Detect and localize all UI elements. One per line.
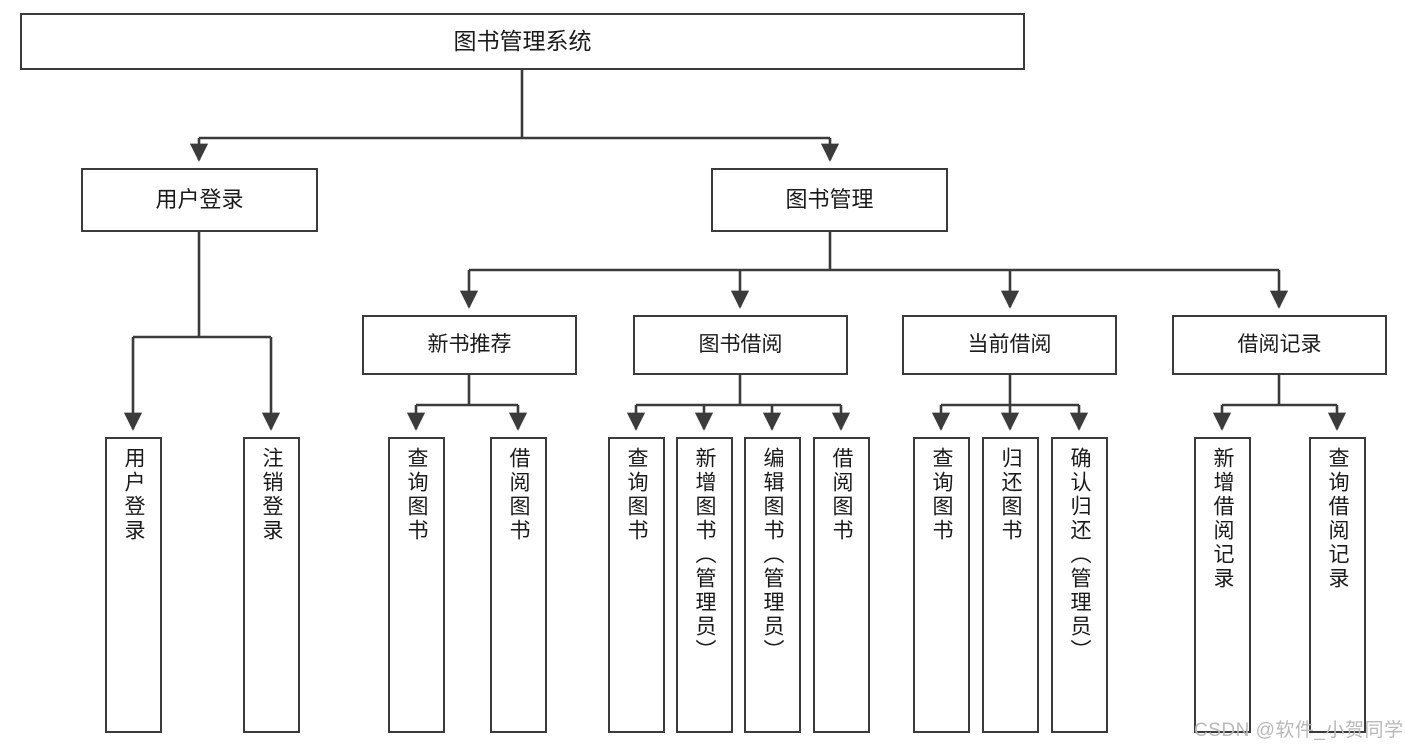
leaf-borrow-query-book[interactable]: 查询图书: [608, 437, 665, 733]
node-borrow-record[interactable]: 借阅记录: [1172, 315, 1387, 375]
node-label: 确认归还（管理员）: [1068, 447, 1091, 663]
node-label: 查询图书: [625, 447, 648, 543]
node-label: 查询图书: [930, 447, 953, 543]
leaf-record-query-record[interactable]: 查询借阅记录: [1309, 437, 1366, 733]
leaf-borrow-borrow-book[interactable]: 借阅图书: [813, 437, 870, 733]
node-new-book-recommend[interactable]: 新书推荐: [362, 315, 577, 375]
node-label: 图书管理系统: [453, 27, 592, 54]
leaf-borrow-add-book-admin[interactable]: 新增图书（管理员）: [676, 437, 733, 733]
node-label: 借阅图书: [507, 447, 530, 543]
node-current-borrow[interactable]: 当前借阅: [902, 315, 1117, 375]
node-book-borrow[interactable]: 图书借阅: [633, 315, 848, 375]
node-label: 借阅图书: [830, 447, 853, 543]
leaf-user-login-login[interactable]: 用户登录: [105, 437, 162, 733]
node-label: 图书管理: [785, 187, 874, 213]
node-label: 归还图书: [999, 447, 1022, 543]
leaf-recommend-borrow-book[interactable]: 借阅图书: [490, 437, 547, 733]
leaf-record-add-record[interactable]: 新增借阅记录: [1194, 437, 1251, 733]
csdn-watermark: CSDN @软件_小贺同学: [1194, 720, 1404, 741]
leaf-recommend-query-book[interactable]: 查询图书: [388, 437, 445, 733]
leaf-borrow-edit-book-admin[interactable]: 编辑图书（管理员）: [744, 437, 801, 733]
node-book-management[interactable]: 图书管理: [711, 168, 948, 232]
node-label: 图书借阅: [698, 332, 783, 356]
node-label: 借阅记录: [1237, 332, 1322, 356]
node-label: 新增借阅记录: [1211, 447, 1234, 591]
node-label: 注销登录: [260, 447, 283, 543]
node-system-root[interactable]: 图书管理系统: [20, 13, 1025, 70]
node-label: 当前借阅: [967, 332, 1052, 356]
node-label: 编辑图书（管理员）: [761, 447, 784, 663]
node-label: 新增图书（管理员）: [693, 447, 716, 663]
leaf-current-query-book[interactable]: 查询图书: [913, 437, 970, 733]
node-label: 查询图书: [405, 447, 428, 543]
leaf-user-login-logout[interactable]: 注销登录: [243, 437, 300, 733]
node-label: 新书推荐: [427, 332, 512, 356]
leaf-current-confirm-return-admin[interactable]: 确认归还（管理员）: [1051, 437, 1108, 733]
node-label: 用户登录: [155, 187, 244, 213]
node-label: 查询借阅记录: [1326, 447, 1349, 591]
node-user-login[interactable]: 用户登录: [81, 168, 318, 232]
node-label: 用户登录: [122, 447, 145, 543]
leaf-current-return-book[interactable]: 归还图书: [982, 437, 1039, 733]
